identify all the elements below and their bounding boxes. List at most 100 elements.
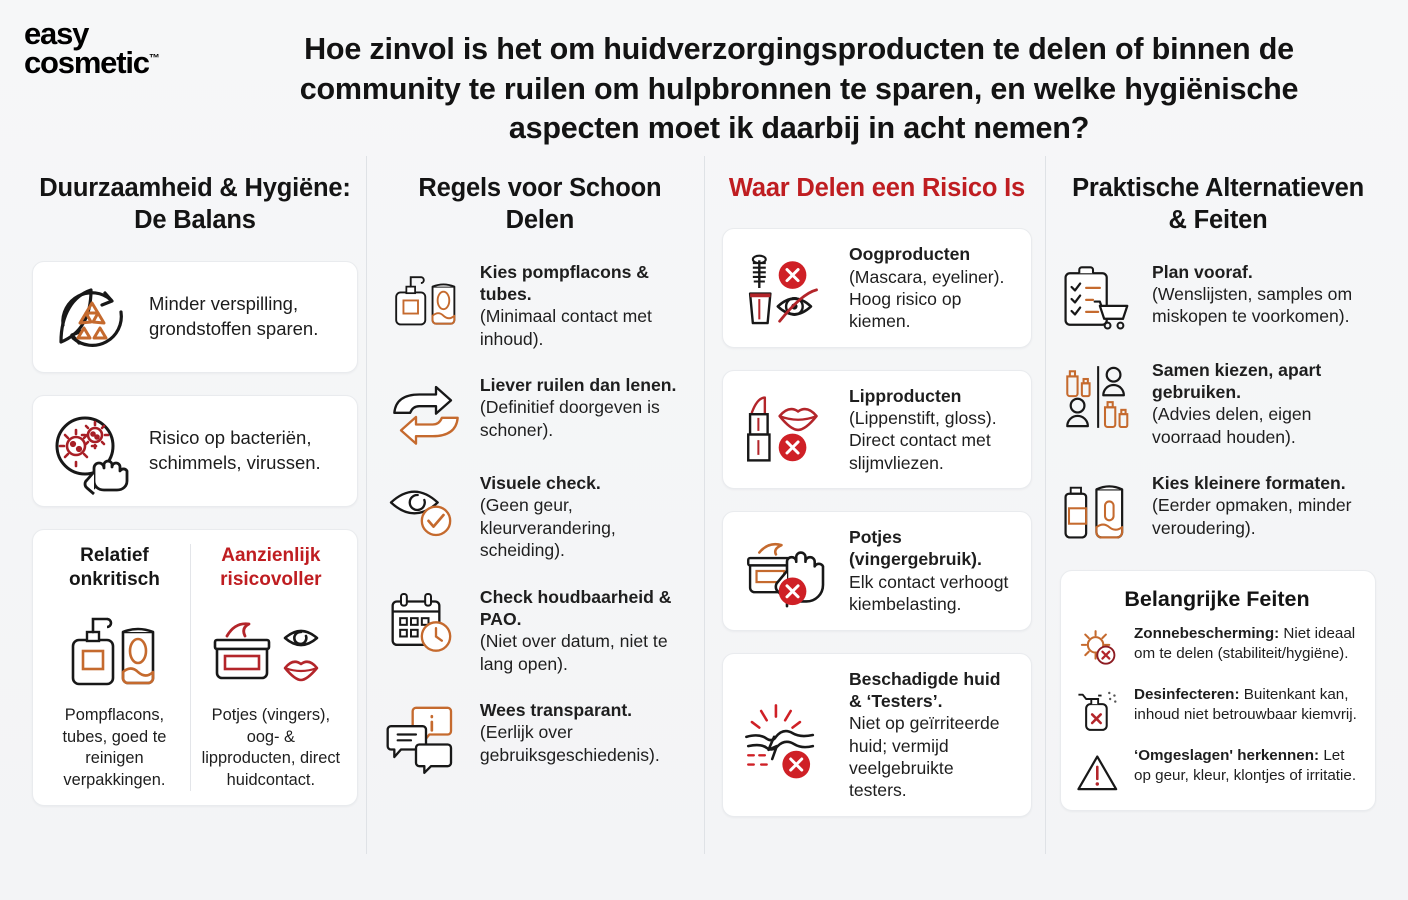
rule-be-transparent-title: Wees transparant. — [479, 699, 633, 720]
rule-visual-check: Visuele check. (Geen geur, kleurverander… — [386, 472, 694, 561]
risk-card-eye-body: Oogproducten (Mascara, eyeliner). Hoog r… — [849, 243, 1015, 332]
rule-be-transparent-body: Wees transparant. (Eerlijk over gebruiks… — [480, 699, 694, 766]
pump-bottle-tube-icon — [49, 603, 180, 695]
risk-card-damaged-skin-title: Beschadigde huid & ‘Testers’. — [848, 668, 1001, 711]
card-less-waste-text: Minder verspilling, grondstoffen sparen. — [149, 292, 319, 339]
important-facts-heading: Belangrijke Feiten — [1124, 587, 1310, 612]
risk-card-jars: Potjes (vingergebruik). Elk contact verh… — [721, 511, 1033, 631]
risk-card-jars-title: Potjes (vingergebruik). — [848, 527, 982, 570]
alt-plan-ahead-sub: (Wenslijsten, samples om miskopen te voo… — [1152, 284, 1353, 327]
fact-disinfecting-label: Desinfecteren: — [1134, 686, 1240, 704]
fact-spoiled-rest: Let op geur, kleur, klontjes of irritati… — [1134, 747, 1357, 784]
sun-blocked-icon — [1075, 624, 1123, 674]
fact-sunscreen-label: Zonnebescherming: — [1134, 625, 1280, 643]
card-germ-risk-text: Risico op bacteriën, schimmels, virussen… — [149, 426, 321, 473]
rule-pump-bottles-title: Kies pompflacons & tubes. — [479, 261, 649, 305]
fact-sunscreen-text: Zonnebescherming: Niet ideaal om te dele… — [1134, 624, 1359, 663]
warning-triangle-icon — [1075, 746, 1123, 796]
alt-choose-together-sub: (Advies delen, eigen voorraad houden). — [1152, 404, 1312, 447]
alt-choose-together-title: Samen kiezen, apart gebruiken. — [1152, 359, 1322, 403]
irritated-skin-blocked-icon — [739, 691, 835, 779]
rule-swap-sub: (Definitief doorgeven is schoner). — [479, 397, 660, 440]
column-alternatives-facts: Praktische Alternatieven & Feiten — [1046, 150, 1390, 880]
column-1-title: Duurzaamheid & Hygiëne: De Balans — [39, 174, 351, 235]
compare-left: Relatief onkritisch — [39, 544, 190, 791]
column-4-title: Praktische Alternatieven & Feiten — [1072, 174, 1364, 235]
column-divider-2 — [704, 156, 705, 854]
risk-card-lip-products: Lipproducten (Lippenstift, gloss). Direc… — [721, 369, 1033, 490]
risk-card-damaged-skin: Beschadigde huid & ‘Testers’. Niet op ge… — [721, 652, 1033, 817]
fact-disinfecting: Desinfecteren: Buitenkant kan, inhoud ni… — [1075, 685, 1359, 735]
clipboard-cart-icon — [1060, 261, 1138, 335]
brand-logo-word: cosmetic — [24, 44, 150, 80]
fact-sunscreen: Zonnebescherming: Niet ideaal om te dele… — [1075, 624, 1359, 674]
rule-visual-check-title: Visuele check. — [479, 473, 601, 494]
column-sustainability-hygiene: Duurzaamheid & Hygiëne: De Balans — [18, 150, 372, 880]
column-clean-sharing-rules: Regels voor Schoon Delen — [372, 150, 708, 880]
column-sharing-risks: Waar Delen een Risico Is — [708, 150, 1046, 880]
risk-card-eye-title: Oogproducten — [848, 244, 971, 265]
calendar-clock-icon — [386, 586, 466, 660]
column-2-title: Regels voor Schoon Delen — [418, 174, 662, 235]
eye-check-icon — [386, 472, 466, 546]
fact-disinfecting-rest: Buitenkant kan, inhoud niet betrouwbaar … — [1134, 686, 1357, 723]
pump-bottle-tube-icon — [386, 261, 466, 335]
alt-smaller-sizes: Kies kleinere formaten. (Eerder opmaken,… — [1060, 472, 1376, 546]
brand-logo-line2: cosmetic™ — [24, 47, 254, 78]
page-title: Hoe zinvol is het om huidverzorgingsprod… — [299, 32, 1299, 146]
rule-visual-check-body: Visuele check. (Geen geur, kleurverander… — [480, 472, 694, 561]
chat-info-icon — [386, 699, 466, 774]
lipstick-lips-blocked-icon — [739, 385, 835, 473]
compare-right-heading: Aanzienlijk risicovoller — [220, 544, 322, 590]
rule-swap-title: Liever ruilen dan lenen. — [479, 375, 677, 396]
risk-card-damaged-skin-sub: Niet op geïrriteerde huid; vermijd veelg… — [848, 713, 1000, 801]
trademark-symbol: ™ — [148, 52, 160, 65]
rule-visual-check-sub: (Geen geur, kleurverandering, scheiding)… — [479, 495, 616, 561]
compare-left-caption: Pompflacons, tubes, goed te reinigen ver… — [62, 706, 167, 789]
small-bottle-tube-icon — [1060, 472, 1138, 546]
column-3-title: Waar Delen een Risico Is — [728, 174, 1026, 202]
column-divider-1 — [366, 156, 367, 854]
alt-smaller-sizes-body: Kies kleinere formaten. (Eerder opmaken,… — [1152, 472, 1376, 539]
mascara-eye-blocked-icon — [739, 244, 835, 332]
rule-swap-rather-than-lend: Liever ruilen dan lenen. (Definitief doo… — [386, 374, 694, 448]
germs-touch-icon — [49, 410, 135, 495]
card-germ-risk: Risico op bacteriën, schimmels, virussen… — [32, 394, 358, 507]
jar-eye-lips-icon — [201, 603, 341, 695]
columns-area: Duurzaamheid & Hygiëne: De Balans — [0, 150, 1408, 880]
risk-card-jars-sub: Elk contact verhoogt kiembelasting. — [848, 571, 1009, 615]
column-divider-3 — [1045, 156, 1046, 854]
rule-expiry-pao: Check houdbaarheid & PAO. (Niet over dat… — [386, 586, 694, 675]
alt-choose-together-body: Samen kiezen, apart gebruiken. (Advies d… — [1152, 359, 1376, 448]
brand-logo: easy cosmetic™ — [24, 14, 254, 77]
header: easy cosmetic™ Hoe zinvol is het om huid… — [0, 0, 1408, 150]
compare-right: Aanzienlijk risicovoller — [189, 543, 351, 792]
risk-comparison-box: Relatief onkritisch — [32, 528, 358, 807]
rule-be-transparent: Wees transparant. (Eerlijk over gebruiks… — [386, 699, 694, 774]
alt-plan-ahead-title: Plan vooraf. — [1152, 261, 1253, 282]
fact-spoiled-recognition: ‘Omgeslagen' herkennen: Let op geur, kle… — [1075, 746, 1359, 796]
rule-pump-bottles: Kies pompflacons & tubes. (Minimaal cont… — [386, 261, 694, 350]
risk-card-lip-sub: (Lippenstift, gloss). Direct contact met… — [848, 408, 997, 473]
card-less-waste: Minder verspilling, grondstoffen sparen. — [32, 260, 358, 373]
rule-expiry-pao-body: Check houdbaarheid & PAO. (Niet over dat… — [480, 586, 694, 675]
rule-expiry-pao-sub: (Niet over datum, niet te lang open). — [479, 631, 668, 674]
compare-left-heading: Relatief onkritisch — [69, 544, 160, 590]
fact-spoiled-label: ‘Omgeslagen' herkennen: — [1134, 747, 1320, 765]
fact-spoiled-text: ‘Omgeslagen' herkennen: Let op geur, kle… — [1134, 746, 1359, 785]
risk-card-lip-title: Lipproducten — [848, 385, 962, 406]
risk-card-eye-sub: (Mascara, eyeliner). Hoog risico op kiem… — [848, 266, 1005, 332]
alt-plan-ahead: Plan vooraf. (Wenslijsten, samples om mi… — [1060, 261, 1376, 335]
important-facts-box: Belangrijke Feiten Zonn — [1060, 570, 1376, 812]
risk-card-jars-body: Potjes (vingergebruik). Elk contact verh… — [849, 526, 1015, 615]
rule-pump-bottles-body: Kies pompflacons & tubes. (Minimaal cont… — [480, 261, 694, 350]
rule-pump-bottles-sub: (Minimaal contact met inhoud). — [479, 306, 652, 349]
risk-card-damaged-skin-body: Beschadigde huid & ‘Testers’. Niet op ge… — [849, 668, 1015, 802]
spray-bottle-blocked-icon — [1075, 685, 1123, 735]
rule-expiry-pao-title: Check houdbaarheid & PAO. — [479, 586, 672, 629]
leaf-recycle-icon — [49, 276, 135, 358]
risk-card-eye-products: Oogproducten (Mascara, eyeliner). Hoog r… — [721, 228, 1033, 348]
alt-smaller-sizes-title: Kies kleinere formaten. — [1152, 473, 1346, 494]
rule-be-transparent-sub: (Eerlijk over gebruiksgeschiedenis). — [479, 722, 660, 765]
